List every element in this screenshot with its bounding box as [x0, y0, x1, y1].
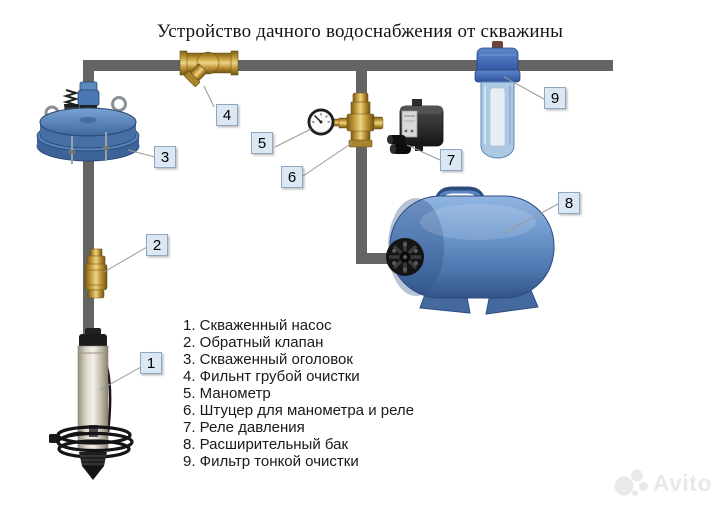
expansion-tank-illustration	[386, 186, 555, 315]
legend-item-5: 5. Манометр	[183, 385, 271, 402]
pressure-switch-illustration	[387, 99, 444, 154]
legend-item-3: 3. Скваженный оголовок	[183, 351, 353, 368]
legend-item-1: 1. Скваженный насос	[183, 317, 332, 334]
leader-line	[503, 76, 545, 100]
watermark-text: Avito	[652, 469, 712, 496]
coarse-filter-illustration	[179, 50, 239, 87]
fine-filter-illustration	[474, 41, 521, 159]
callout-1: 1	[140, 352, 162, 374]
leader-line	[127, 149, 156, 158]
callout-6: 6	[281, 166, 303, 188]
pipe-segment	[83, 60, 613, 71]
pipe-segment	[83, 60, 94, 341]
pipe-network	[83, 60, 613, 341]
legend-item-2: 2. Обратный клапан	[183, 334, 324, 351]
callout-5: 5	[251, 132, 273, 154]
watermark: Avito	[613, 468, 712, 498]
legend-item-6: 6. Штуцер для манометра и реле	[183, 402, 415, 419]
diagram-title: Устройство дачного водоснабжения от сква…	[156, 21, 564, 42]
callout-9: 9	[544, 87, 566, 109]
legend-item-7: 7. Реле давления	[183, 419, 305, 436]
callout-3: 3	[154, 146, 176, 168]
avito-logo-icon	[614, 469, 648, 496]
pipe-segment	[356, 253, 405, 264]
callout-4: 4	[216, 104, 238, 126]
leader-line	[274, 128, 312, 148]
leader-line	[203, 85, 215, 108]
pipe-segment	[356, 60, 367, 264]
legend-item-8: 8. Расширительный бак	[183, 436, 349, 453]
well-pump-illustration	[49, 328, 134, 480]
well-head-illustration	[36, 81, 140, 164]
check-valve-illustration	[84, 248, 108, 299]
leader-line	[503, 203, 559, 234]
legend-item-9: 9. Фильтр тонкой очистки	[183, 453, 359, 470]
leader-line	[103, 246, 148, 273]
gauge-fitting-illustration	[338, 92, 384, 148]
legend-item-4: 4. Фильнт грубой очистки	[183, 368, 360, 385]
leader-line	[406, 144, 441, 161]
legend: 1. Скваженный насос 2. Обратный клапан 3…	[183, 317, 414, 470]
callout-2: 2	[146, 234, 168, 256]
callout-8: 8	[558, 192, 580, 214]
leader-line	[99, 366, 142, 391]
callout-7: 7	[440, 149, 462, 171]
leader-lines	[99, 76, 559, 391]
leader-line	[302, 142, 353, 177]
